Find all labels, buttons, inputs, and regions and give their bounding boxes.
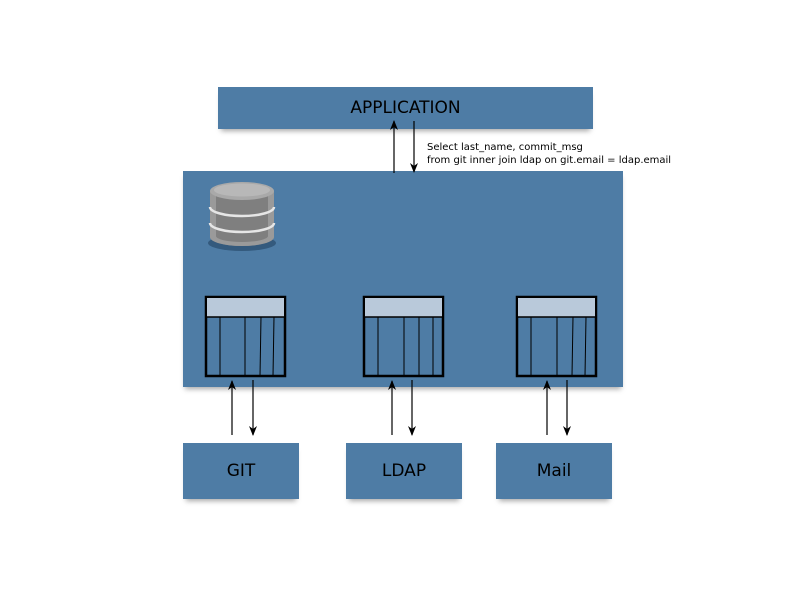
- database-icon: [208, 182, 276, 251]
- application-box: APPLICATION: [218, 87, 593, 129]
- git-label: GIT: [226, 461, 256, 481]
- ldap-table-icon: [362, 295, 445, 378]
- sql-query-line-1: Select last_name, commit_msg: [427, 142, 583, 153]
- sql-query-line-2: from git inner join ldap on git.email = …: [427, 155, 672, 166]
- ldap-source-box: LDAP: [346, 443, 462, 499]
- mail-table-icon: [515, 295, 598, 378]
- git-table-icon: [204, 295, 287, 378]
- application-label: APPLICATION: [350, 98, 461, 118]
- mail-source-box: Mail: [496, 443, 612, 499]
- git-source-box: GIT: [183, 443, 299, 499]
- mail-label: Mail: [536, 461, 572, 481]
- ldap-label: LDAP: [381, 461, 427, 481]
